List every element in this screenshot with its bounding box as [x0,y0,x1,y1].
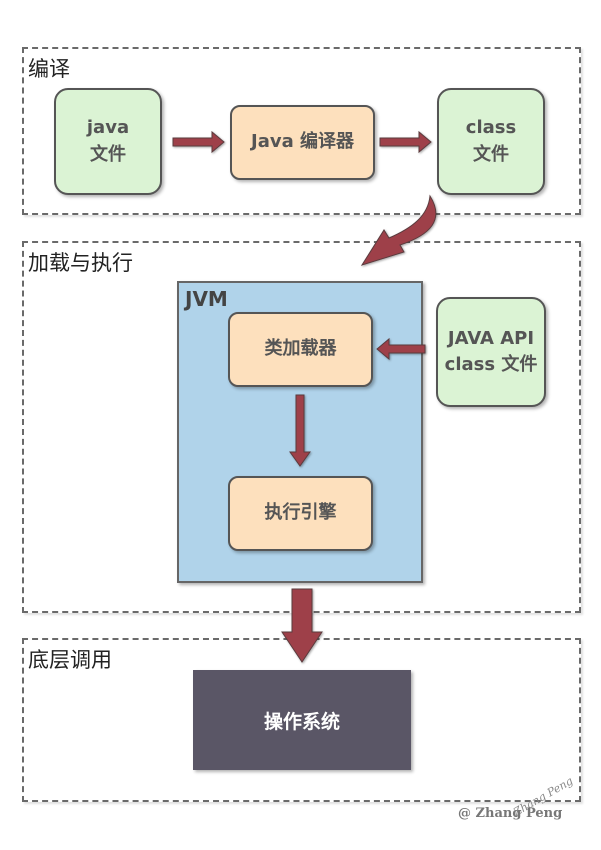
class-file-line2: 文件 [472,143,509,165]
java-api-node: JAVA API class 文件 [436,297,546,407]
os-label: 操作系统 [263,710,340,733]
arrow-loader-to-engine [289,394,311,467]
class-file-node: class 文件 [437,88,545,195]
class-file-line1: class [465,117,517,139]
java-file-line2: 文件 [89,143,126,165]
section-title-os-call: 底层调用 [28,648,112,672]
arrow-java-to-compiler [172,130,225,154]
arrow-class-to-load [360,194,437,266]
jvm-label: JVM [185,287,228,311]
java-file-line1: java [86,117,130,139]
class-loader-label: 类加载器 [264,338,337,360]
java-api-line2: class 文件 [444,354,538,375]
watermark: @ Zhang Peng [458,806,563,821]
section-compile: 编译 [22,47,581,215]
section-title-load-execute: 加载与执行 [28,251,133,275]
java-compiler-label: Java 编译器 [251,131,354,153]
java-compiler-node: Java 编译器 [230,105,375,180]
java-api-line1: JAVA API [447,327,535,349]
arrow-jvm-to-os [281,588,323,663]
class-loader-node: 类加载器 [228,312,373,387]
arrow-api-to-loader [376,337,426,361]
arrow-compiler-to-class [379,130,432,154]
section-title-compile: 编译 [28,57,70,81]
os-node: 操作系统 [193,670,411,770]
java-file-node: java 文件 [54,88,162,195]
exec-engine-label: 执行引擎 [264,502,337,524]
exec-engine-node: 执行引擎 [228,476,373,551]
